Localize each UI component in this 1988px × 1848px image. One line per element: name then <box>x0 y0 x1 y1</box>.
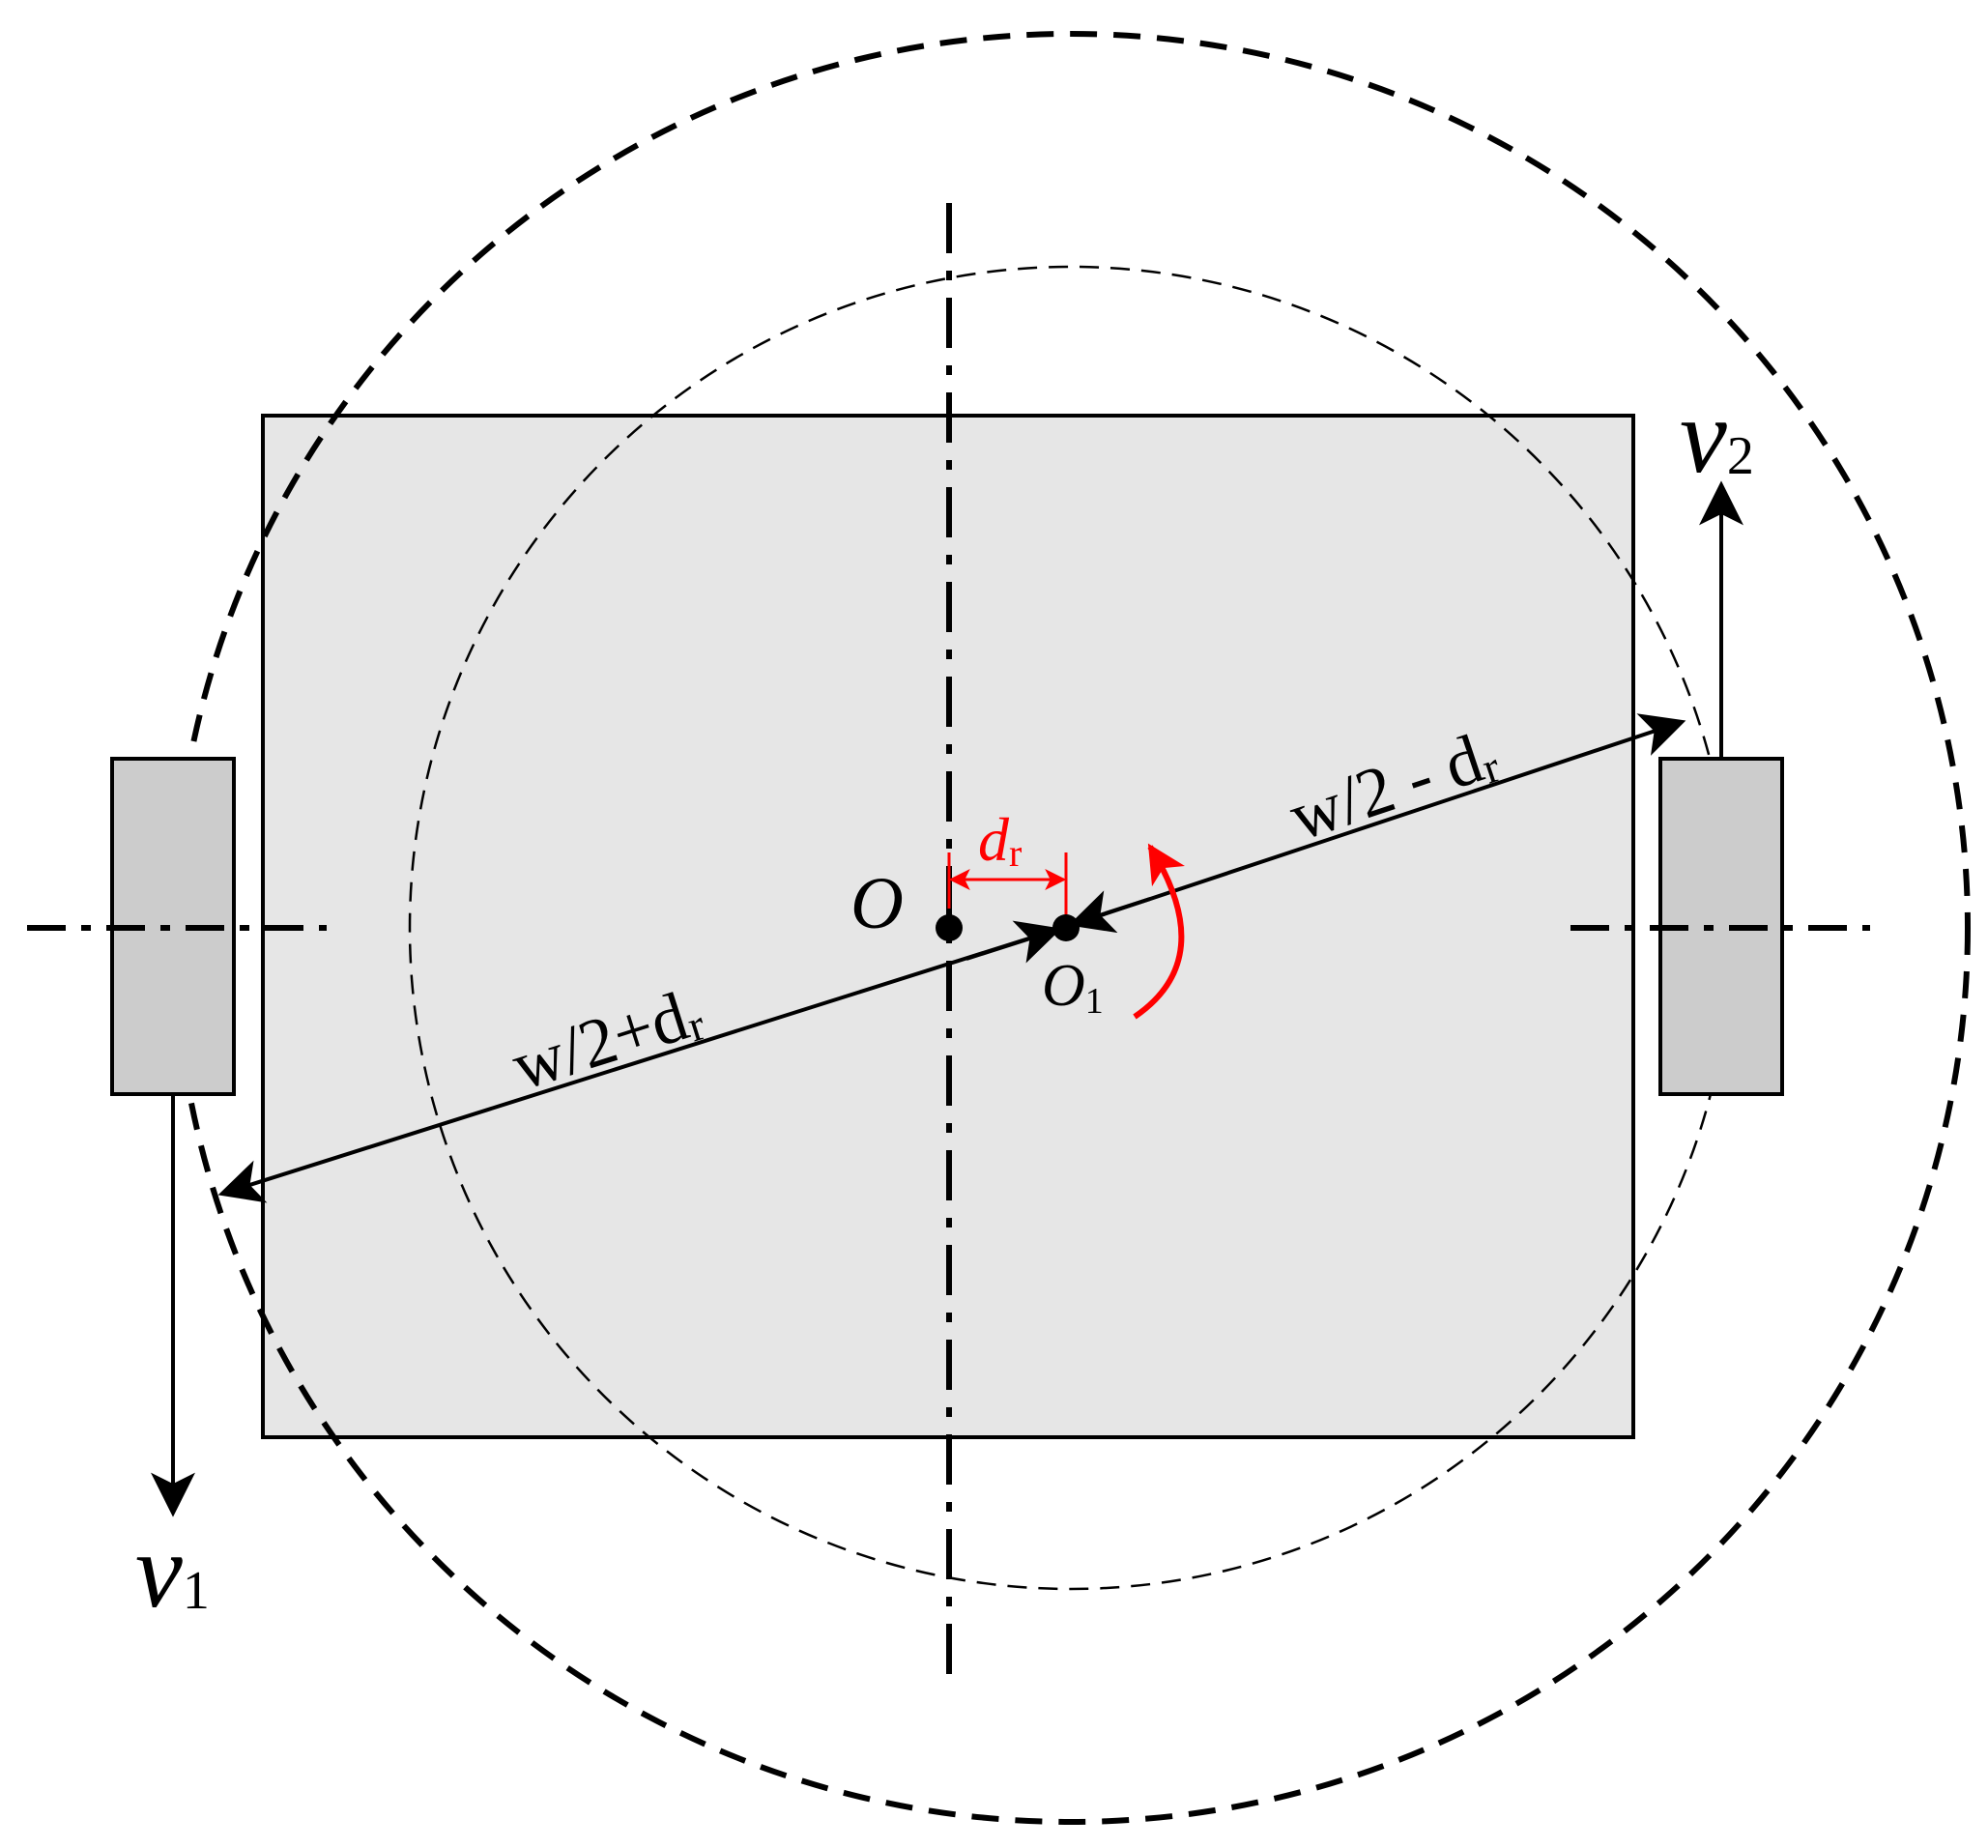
label-dr: dr <box>978 805 1022 875</box>
label-O: O <box>850 863 904 944</box>
left-radius-arrow-to-O1 <box>965 920 1062 964</box>
label-v2: v2 <box>1680 377 1754 495</box>
label-v1: v1 <box>135 1512 210 1630</box>
point-O <box>936 914 963 941</box>
rotation-direction-arrow <box>1133 843 1185 1020</box>
left-radius-line <box>217 927 1060 1203</box>
point-O1 <box>1052 914 1080 941</box>
outer-turning-circle <box>171 31 1971 1825</box>
right-radius-arrow-to-O1 <box>1068 890 1151 934</box>
label-O1: O1 <box>1042 953 1104 1022</box>
